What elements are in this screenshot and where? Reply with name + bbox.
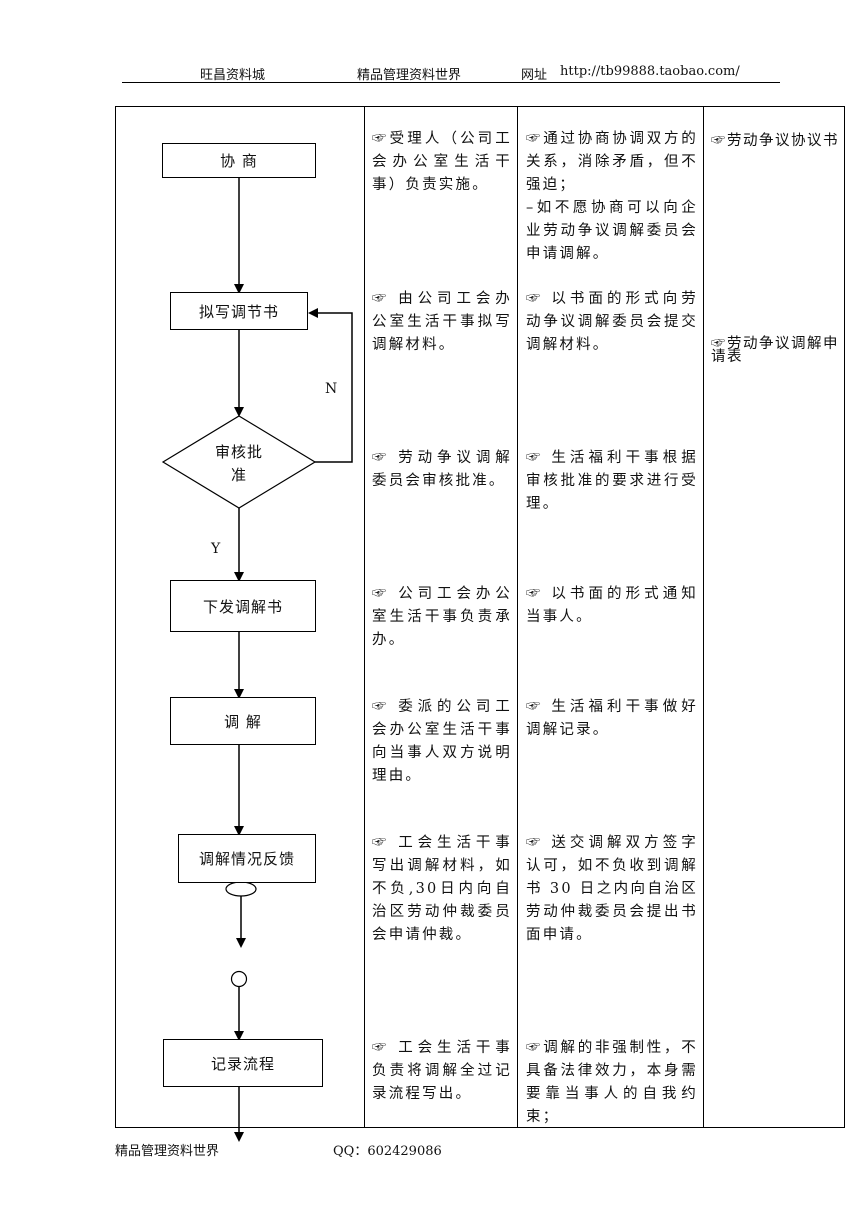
header-url-link[interactable]: http://tb99888.taobao.com/ <box>560 64 740 79</box>
step-negotiate: 协 商 <box>162 143 316 178</box>
row-7-description: ☞调解的非强制性，不具备法律效力，本身需要靠当事人的自我约束； <box>526 1040 698 1125</box>
row-4-description: ☞ 以书面的形式通知当事人。 <box>526 586 698 625</box>
step-draft-mediation-letter: 拟写调节书 <box>170 292 308 330</box>
step-issue-mediation-letter: 下发调解书 <box>170 580 316 632</box>
step-mediate: 调 解 <box>170 697 316 745</box>
header-world-name: 精品管理资料世界 <box>357 68 462 83</box>
row-2-document: ☞劳动争议调解申请表 <box>711 336 839 365</box>
row-2-responsible: ☞ 由公司工会办公室生活干事拟写调解材料。 <box>372 291 512 353</box>
row-1-description: ☞通过协商协调双方的关系，消除矛盾，但不强迫； –如不愿协商可以向企业劳动争议调… <box>526 131 698 262</box>
row-5-responsible: ☞ 委派的公司工会办公室生活干事向当事人双方说明理由。 <box>372 699 512 784</box>
header-rule <box>122 82 780 83</box>
column-divider-1 <box>364 106 365 1128</box>
row-5-description: ☞ 生活福利干事做好调解记录。 <box>526 699 698 738</box>
row-3-responsible: ☞ 劳动争议调解委员会审核批准。 <box>372 450 512 489</box>
arrow-review-no-loop <box>308 308 353 463</box>
row-6-responsible: ☞ 工会生活干事写出调解材料，如不负,30日内向自治区劳动仲裁委员会申请仲裁。 <box>372 835 512 943</box>
step-feedback: 调解情况反馈 <box>178 834 316 883</box>
yes-branch-label: Y <box>211 541 221 557</box>
row-4-responsible: ☞ 公司工会办公室生活干事负责承办。 <box>372 586 512 648</box>
no-branch-label: N <box>325 381 338 397</box>
column-divider-3 <box>703 106 704 1128</box>
row-7-responsible: ☞ 工会生活干事负责将调解全过记录流程写出。 <box>372 1040 512 1102</box>
header-site-name: 旺昌资料城 <box>200 68 266 83</box>
footer-world-name: 精品管理资料世界 <box>115 1144 220 1159</box>
header-url-label: 网址 <box>521 68 548 83</box>
connector-ellipse <box>225 881 257 897</box>
row-6-description: ☞ 送交调解双方签字认可，如不负收到调解书 30 日之内向自治区劳动仲裁委员会提… <box>526 835 698 943</box>
decision-diamond <box>161 415 317 509</box>
connector-circle <box>230 970 248 988</box>
row-2-description: ☞ 以书面的形式向劳动争议调解委员会提交调解材料。 <box>526 291 698 353</box>
footer-qq: QQ：602429086 <box>333 1144 442 1159</box>
row-1-responsible: ☞受理人（公司工会办公室生活干事）负责实施。 <box>372 131 512 193</box>
step-record-process: 记录流程 <box>163 1039 323 1087</box>
column-divider-2 <box>517 106 518 1128</box>
row-3-description: ☞ 生活福利干事根据审核批准的要求进行受理。 <box>526 450 698 512</box>
process-table <box>115 106 845 1128</box>
step-review-approve-label: 审核批 准 <box>214 443 263 484</box>
row-1-document: ☞劳动争议协议书 <box>711 133 839 149</box>
